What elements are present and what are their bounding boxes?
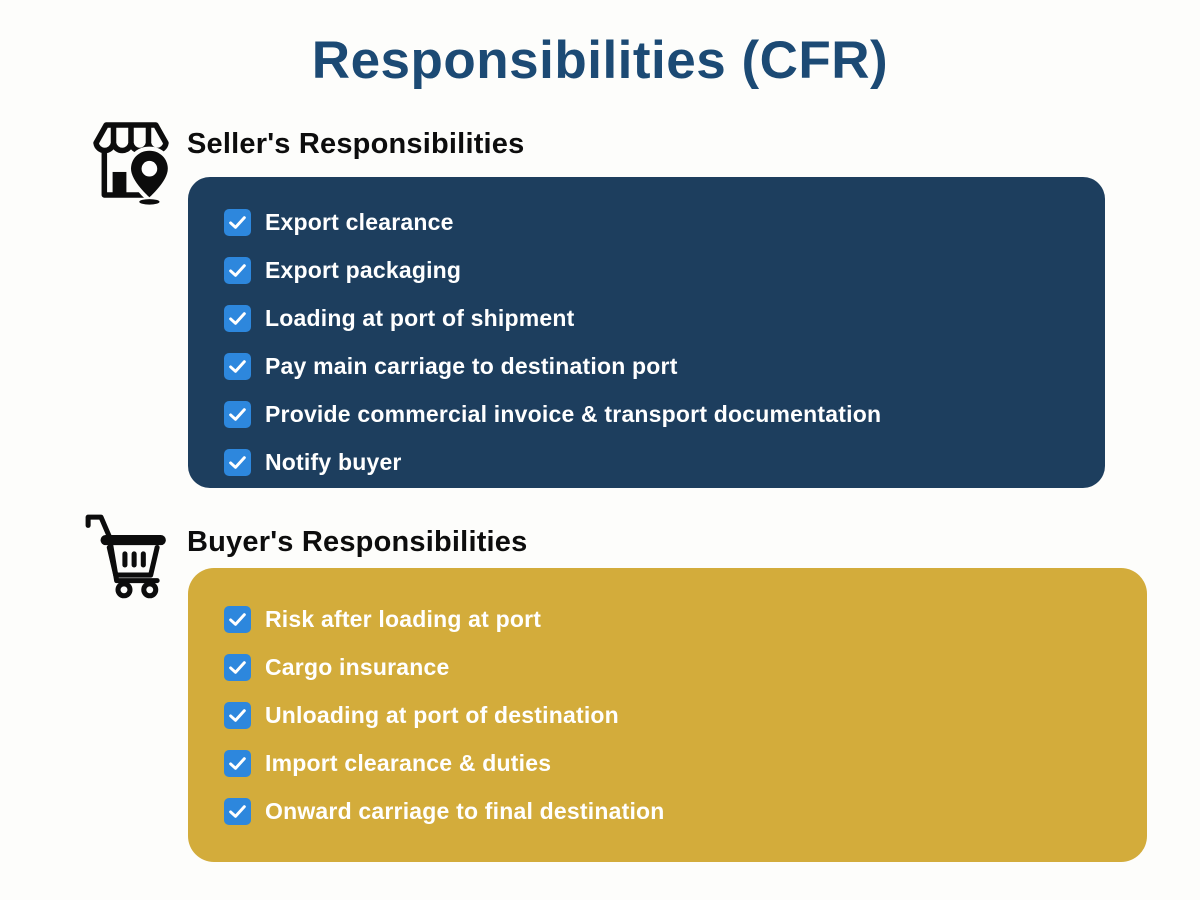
checked-checkbox-icon[interactable] [224, 352, 251, 380]
checked-checkbox-icon[interactable] [224, 605, 251, 633]
checklist-item-label: Loading at port of shipment [265, 304, 575, 331]
checklist-item: Unloading at port of destination [224, 691, 1127, 739]
page-title: Responsibilities (CFR) [311, 31, 889, 90]
checklist-item: Pay main carriage to destination port [224, 342, 1085, 390]
checklist-item-label: Onward carriage to final destination [265, 797, 665, 824]
checked-checkbox-icon[interactable] [224, 256, 251, 284]
checklist-item-label: Cargo insurance [265, 653, 450, 680]
checklist-item-label: Pay main carriage to destination port [265, 352, 678, 379]
checked-checkbox-icon[interactable] [224, 304, 251, 332]
checklist-item: Import clearance & duties [224, 739, 1127, 787]
seller-section-heading: Seller's Responsibilities [187, 128, 525, 160]
buyer-section-heading: Buyer's Responsibilities [187, 526, 528, 558]
checklist-item-label: Import clearance & duties [265, 749, 552, 776]
checked-checkbox-icon[interactable] [224, 653, 251, 681]
checklist-item: Export packaging [224, 246, 1085, 294]
checked-checkbox-icon[interactable] [224, 208, 251, 236]
checked-checkbox-icon[interactable] [224, 749, 251, 777]
checklist-item-label: Export clearance [265, 208, 454, 235]
checklist-item: Onward carriage to final destination [224, 787, 1127, 835]
checked-checkbox-icon[interactable] [224, 400, 251, 428]
checklist-item-label: Export packaging [265, 256, 462, 283]
checklist-item: Cargo insurance [224, 643, 1127, 691]
shopping-cart-icon [78, 503, 170, 603]
checklist-item-label: Unloading at port of destination [265, 701, 619, 728]
checklist-item-label: Risk after loading at port [265, 605, 542, 632]
checked-checkbox-icon[interactable] [224, 701, 251, 729]
storefront-location-icon [84, 114, 178, 206]
checklist-item-label: Provide commercial invoice & transport d… [265, 400, 882, 427]
buyer-responsibilities-panel: Risk after loading at port Cargo insuran… [188, 568, 1147, 862]
checklist-item: Provide commercial invoice & transport d… [224, 390, 1085, 438]
checklist-item: Loading at port of shipment [224, 294, 1085, 342]
seller-responsibilities-panel: Export clearance Export packaging Loadin… [188, 177, 1105, 488]
checklist-item: Export clearance [224, 198, 1085, 246]
checked-checkbox-icon[interactable] [224, 448, 251, 476]
checklist-item: Risk after loading at port [224, 595, 1127, 643]
checked-checkbox-icon[interactable] [224, 797, 251, 825]
checklist-item: Notify buyer [224, 438, 1085, 486]
checklist-item-label: Notify buyer [265, 448, 402, 475]
